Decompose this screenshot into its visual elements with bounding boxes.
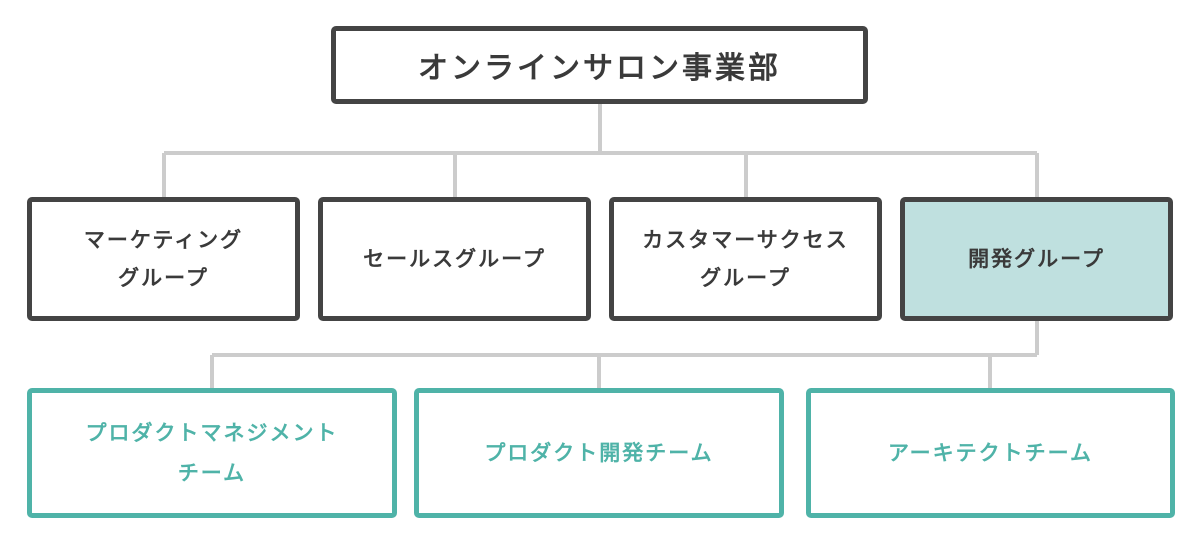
group-label: カスタマーサクセス グループ bbox=[642, 228, 849, 290]
team-node-architect: アーキテクトチーム bbox=[806, 388, 1175, 518]
group-label: マーケティング グループ bbox=[83, 228, 244, 290]
team-label: プロダクト開発チーム bbox=[484, 441, 714, 465]
division-label: オンラインサロン事業部 bbox=[418, 51, 781, 86]
group-node-marketing: マーケティング グループ bbox=[27, 197, 300, 321]
team-node-product-management: プロダクトマネジメント チーム bbox=[27, 388, 397, 518]
group-node-sales: セールスグループ bbox=[318, 197, 591, 321]
team-node-product-development: プロダクト開発チーム bbox=[414, 388, 784, 518]
group-label: セールスグループ bbox=[363, 247, 546, 271]
group-label: 開発グループ bbox=[968, 247, 1105, 271]
team-label: アーキテクトチーム bbox=[887, 441, 1094, 465]
group-node-development: 開発グループ bbox=[900, 197, 1173, 321]
division-node: オンラインサロン事業部 bbox=[331, 26, 868, 104]
group-node-customer-success: カスタマーサクセス グループ bbox=[609, 197, 882, 321]
team-label: プロダクトマネジメント チーム bbox=[85, 421, 339, 485]
